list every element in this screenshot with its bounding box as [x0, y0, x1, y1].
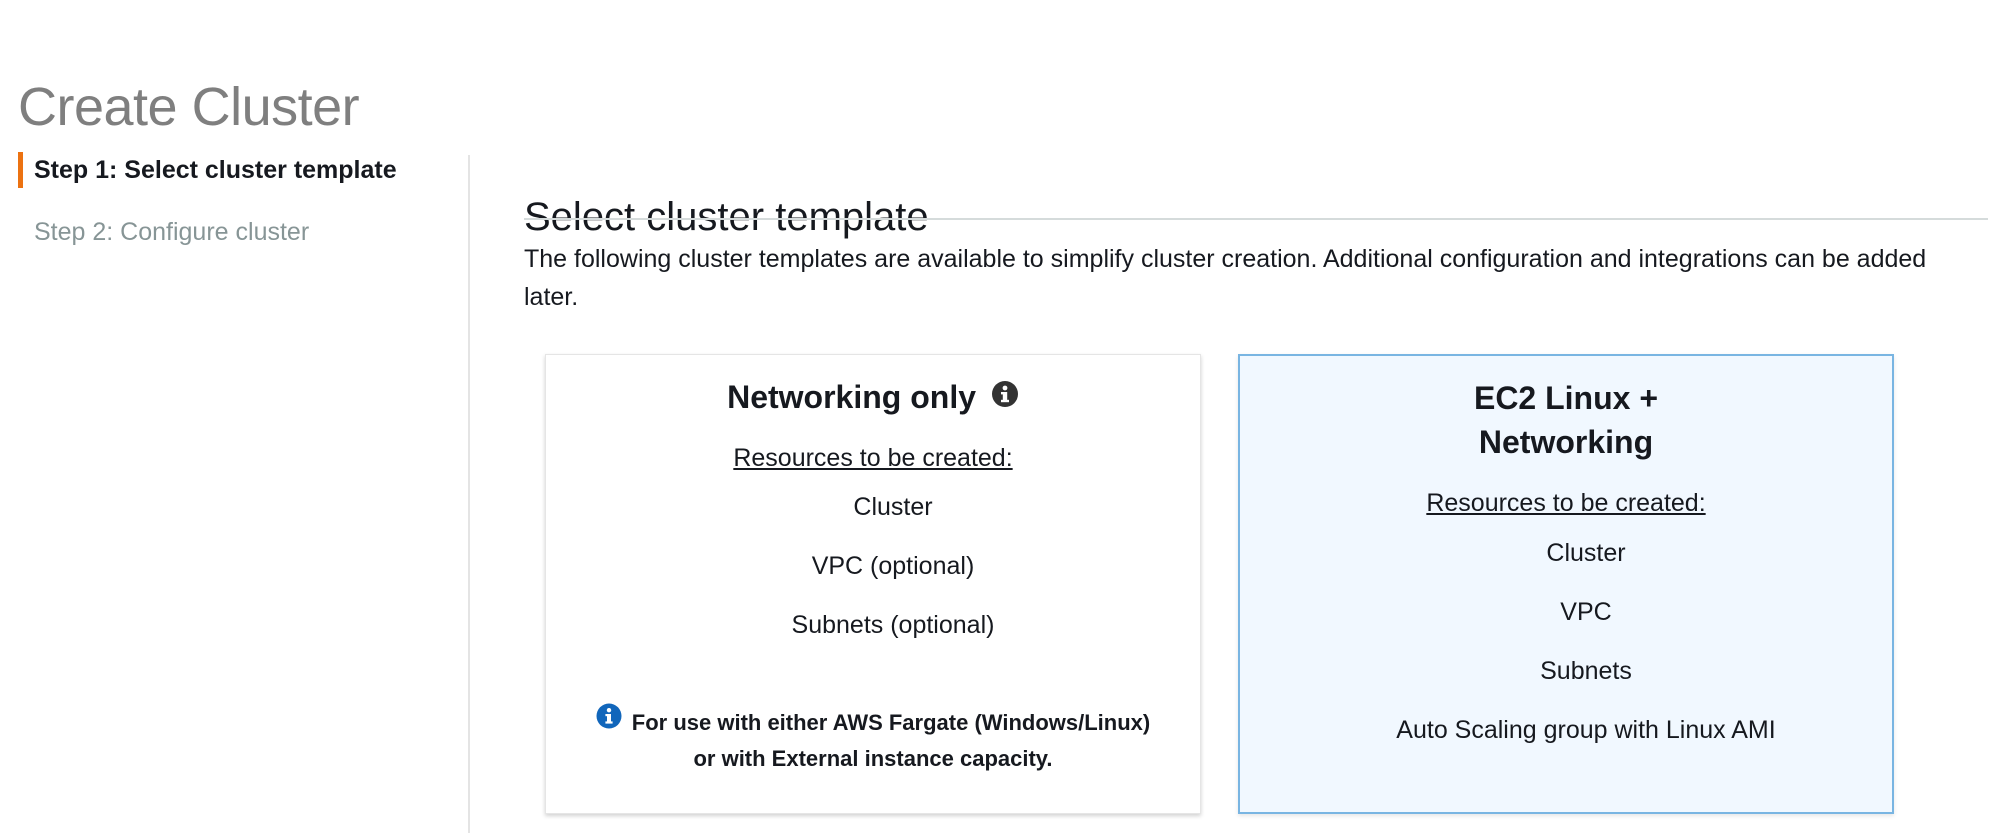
info-icon[interactable] — [991, 375, 1019, 419]
template-card-ec2-linux-networking[interactable]: EC2 Linux + Networking Resources to be c… — [1238, 354, 1894, 814]
resources-heading: Resources to be created: — [733, 444, 1013, 472]
info-icon — [596, 703, 622, 740]
wizard-step-2[interactable]: Step 2: Configure cluster — [34, 218, 310, 246]
resource-item: VPC — [1560, 598, 1612, 626]
resource-item: VPC (optional) — [811, 552, 975, 580]
resource-item: Subnets (optional) — [791, 611, 995, 639]
resource-item: Subnets — [1540, 657, 1632, 685]
card-note: For use with either AWS Fargate (Windows… — [546, 703, 1200, 777]
card-note-line-1: For use with either AWS Fargate (Windows… — [546, 703, 1200, 741]
template-card-networking-only[interactable]: Networking only Resources to be created:… — [545, 354, 1201, 814]
section-divider — [524, 218, 1988, 220]
section-description: The following cluster templates are avai… — [524, 245, 1927, 311]
card-title-text: Networking only — [727, 379, 976, 415]
card-title-line-2: Networking — [1478, 424, 1654, 460]
section-title: Select cluster template — [524, 195, 929, 240]
resource-item: Cluster — [853, 493, 933, 521]
card-note-line-2: or with External instance capacity. — [693, 746, 1053, 771]
resource-item: Cluster — [1546, 539, 1626, 567]
page-title: Create Cluster — [18, 77, 360, 138]
card-title-line-1: EC2 Linux + — [1473, 380, 1659, 416]
card-title: Networking only — [546, 375, 1200, 419]
resources-heading: Resources to be created: — [1426, 489, 1706, 517]
nav-divider — [468, 155, 470, 833]
card-note-text-1: For use with either AWS Fargate (Windows… — [631, 710, 1151, 735]
resource-item: Auto Scaling group with Linux AMI — [1396, 716, 1776, 744]
wizard-step-1[interactable]: Step 1: Select cluster template — [18, 152, 397, 188]
